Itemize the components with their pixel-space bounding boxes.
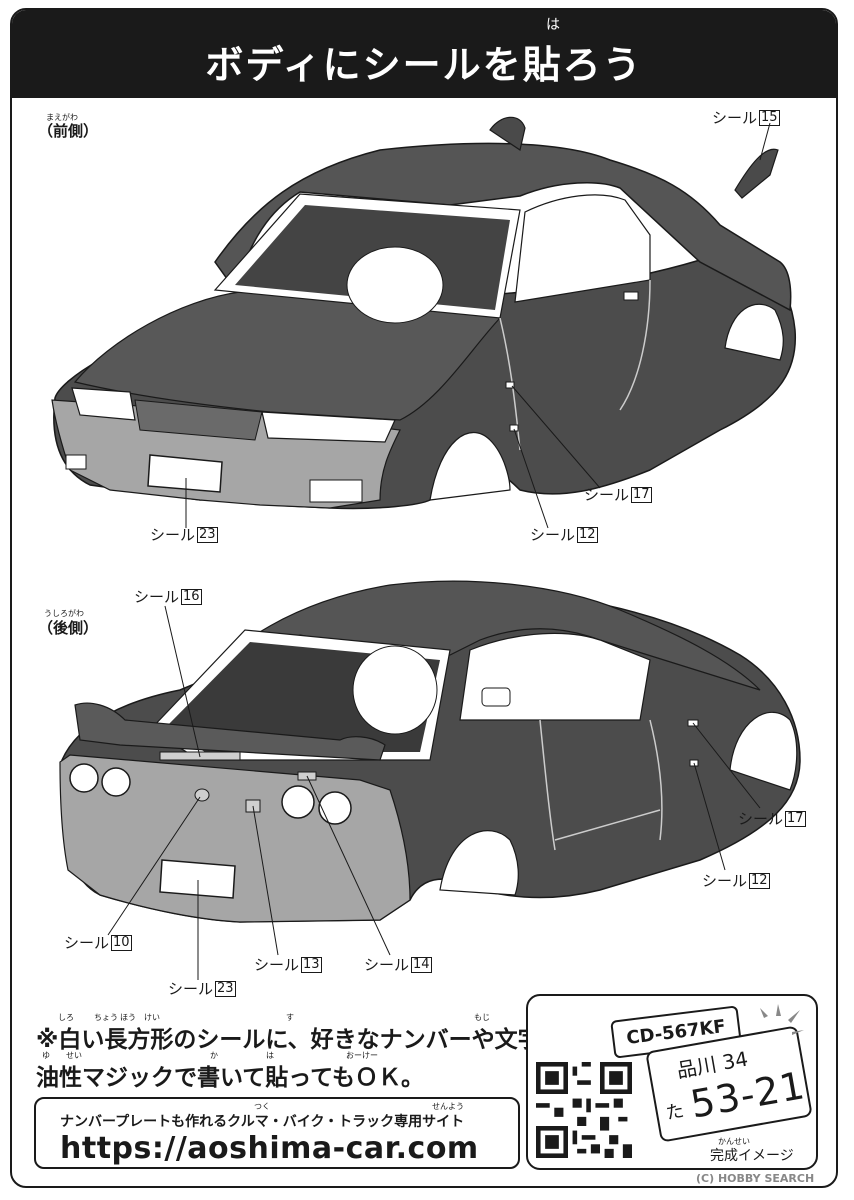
rear-callout-17: シール 17 xyxy=(738,808,806,829)
note-ruby: ほう xyxy=(120,1013,136,1022)
note-line-1: ※白い長方形のシールに、好きなナンバーや文字を xyxy=(36,1027,564,1053)
callout-number: 10 xyxy=(111,934,132,951)
note-ruby: か xyxy=(210,1051,218,1060)
qr-code-icon[interactable] xyxy=(536,1062,632,1158)
callout-label: シール xyxy=(530,526,576,544)
website-box: つく せんよう ナンバープレートも作れるクルマ・バイク・トラック専用サイト ht… xyxy=(34,1097,520,1169)
rear-view-label: （後側） xyxy=(38,619,99,637)
watermark: (C) HOBBY SEARCH xyxy=(696,1172,815,1185)
rear-callout-12: シール 12 xyxy=(702,870,770,891)
note-line-2: 油性マジックで書いて貼ってもＯＫ。 xyxy=(36,1065,425,1091)
callout-label: シール xyxy=(712,109,758,127)
rear-callout-23: シール 23 xyxy=(168,978,236,999)
front-view-ruby: まえがわ xyxy=(46,113,78,122)
callout-label: シール xyxy=(738,810,784,828)
front-callout-17: シール 17 xyxy=(584,484,652,505)
callout-number: 23 xyxy=(215,980,236,997)
note-ruby: せい xyxy=(66,1051,82,1060)
note-ruby: おーけー xyxy=(346,1051,378,1060)
sparkle-lines-icon xyxy=(760,1004,804,1035)
callout-label: シール xyxy=(168,980,214,998)
callout-label: シール xyxy=(150,526,196,544)
front-callout-15: シール 15 xyxy=(712,107,780,128)
callout-number: 15 xyxy=(759,109,780,126)
rear-view-ruby: うしろがわ xyxy=(44,609,84,618)
front-view-label: （前側） xyxy=(38,122,99,140)
front-car-illustration xyxy=(51,116,797,529)
callout-number: 12 xyxy=(577,526,598,543)
instruction-sheet: は ボディにシールを貼ろう xyxy=(10,8,838,1188)
note-ruby: す xyxy=(286,1013,294,1022)
callout-number: 23 xyxy=(197,526,218,543)
callout-number: 17 xyxy=(631,486,652,503)
website-url-link[interactable]: https://aoshima-car.com xyxy=(60,1131,479,1166)
callout-label: シール xyxy=(254,956,300,974)
callout-number: 17 xyxy=(785,810,806,827)
callout-label: シール xyxy=(64,934,110,952)
rear-callout-16: シール 16 xyxy=(134,586,202,607)
note-ruby: けい xyxy=(144,1013,160,1022)
callout-label: シール xyxy=(584,486,630,504)
callout-label: シール xyxy=(364,956,410,974)
callout-number: 13 xyxy=(301,956,322,973)
image-caption: 完成イメージ xyxy=(710,1148,794,1164)
note-ruby: は xyxy=(266,1051,274,1060)
plate-kana: た xyxy=(664,1100,686,1125)
caption-ruby: せんよう xyxy=(432,1102,464,1111)
note-ruby: もじ xyxy=(474,1013,490,1022)
note-ruby: ゆ xyxy=(42,1051,50,1060)
callout-label: シール xyxy=(702,872,748,890)
callout-number: 16 xyxy=(181,588,202,605)
rear-callout-10: シール 10 xyxy=(64,932,132,953)
rear-car-illustration xyxy=(59,580,801,980)
callout-number: 14 xyxy=(411,956,432,973)
website-caption: ナンバープレートも作れるクルマ・バイク・トラック専用サイト xyxy=(60,1114,465,1130)
rear-callout-14: シール 14 xyxy=(364,954,432,975)
title-bar: は ボディにシールを貼ろう xyxy=(12,10,836,98)
front-callout-23: シール 23 xyxy=(150,524,218,545)
rear-callout-13: シール 13 xyxy=(254,954,322,975)
callout-label: シール xyxy=(134,588,180,606)
callout-number: 12 xyxy=(749,872,770,889)
caption-ruby: つく xyxy=(254,1102,270,1111)
note-ruby: しろ xyxy=(58,1013,74,1022)
note-ruby: ちょう xyxy=(94,1013,118,1022)
page-title: ボディにシールを貼ろう xyxy=(205,42,643,87)
title-ruby: は xyxy=(546,17,560,33)
front-callout-12: シール 12 xyxy=(530,524,598,545)
image-caption-ruby: かんせい xyxy=(718,1137,750,1146)
